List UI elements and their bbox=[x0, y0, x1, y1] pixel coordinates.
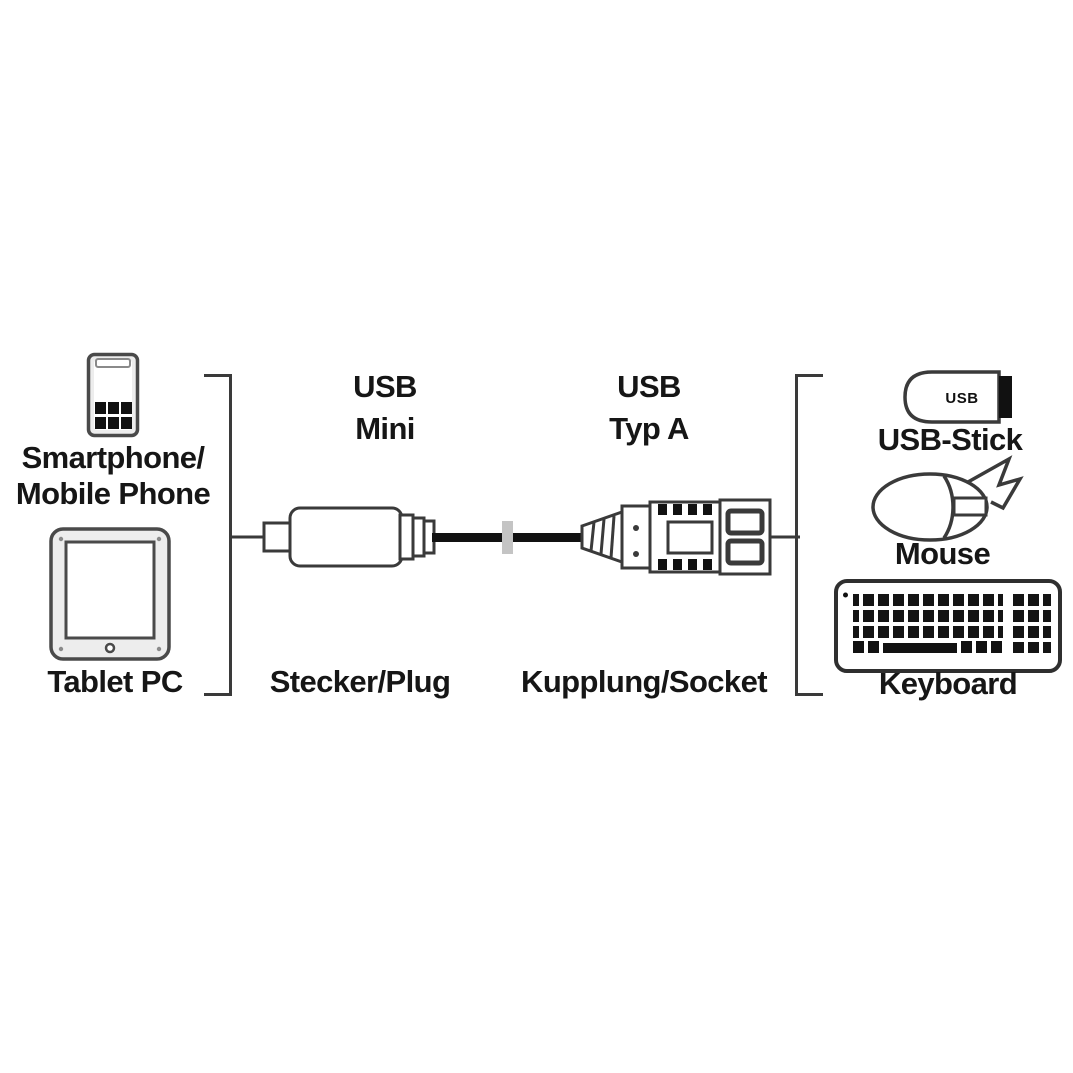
smartphone-label: Smartphone/ Mobile Phone bbox=[0, 440, 228, 512]
usb-mini-type-label: USB Mini bbox=[300, 366, 470, 450]
usb-mini-type-line2: Mini bbox=[355, 411, 415, 446]
plug-label: Stecker/Plug bbox=[269, 664, 451, 699]
usb-cable-drawing bbox=[230, 498, 800, 576]
mouse-icon bbox=[871, 455, 1024, 542]
usb-mini-type-line1: USB bbox=[353, 369, 417, 404]
usb-typa-type-line1: USB bbox=[617, 369, 681, 404]
socket-label: Kupplung/Socket bbox=[521, 664, 767, 699]
mouse-label: Mouse bbox=[894, 536, 991, 571]
mobile-phone-icon bbox=[86, 352, 140, 438]
usb-a-socket-drawing bbox=[580, 498, 772, 576]
usb-stick-icon-text: USB bbox=[945, 390, 978, 407]
left-bracket-bottom-tick bbox=[204, 693, 232, 696]
left-bracket-line bbox=[229, 374, 232, 696]
usb-typa-type-label: USB Typ A bbox=[564, 366, 734, 450]
right-bracket-line bbox=[795, 374, 798, 696]
smartphone-label-line1: Smartphone/ bbox=[21, 440, 205, 475]
usb-typa-type-line2: Typ A bbox=[609, 411, 689, 446]
tablet-icon bbox=[49, 527, 171, 661]
cable-tie bbox=[502, 521, 513, 554]
right-bracket-top-tick bbox=[795, 374, 823, 377]
keyboard-icon bbox=[834, 579, 1062, 673]
usb-stick-label: USB-Stick bbox=[877, 422, 1023, 457]
smartphone-label-line2: Mobile Phone bbox=[15, 476, 211, 511]
left-bracket-top-tick bbox=[204, 374, 232, 377]
usb-stick-icon: USB bbox=[903, 370, 1012, 424]
keyboard-label: Keyboard bbox=[878, 666, 1018, 701]
right-bracket-bottom-tick bbox=[795, 693, 823, 696]
tablet-label: Tablet PC bbox=[47, 664, 183, 699]
usb-mini-plug-drawing bbox=[262, 506, 436, 568]
